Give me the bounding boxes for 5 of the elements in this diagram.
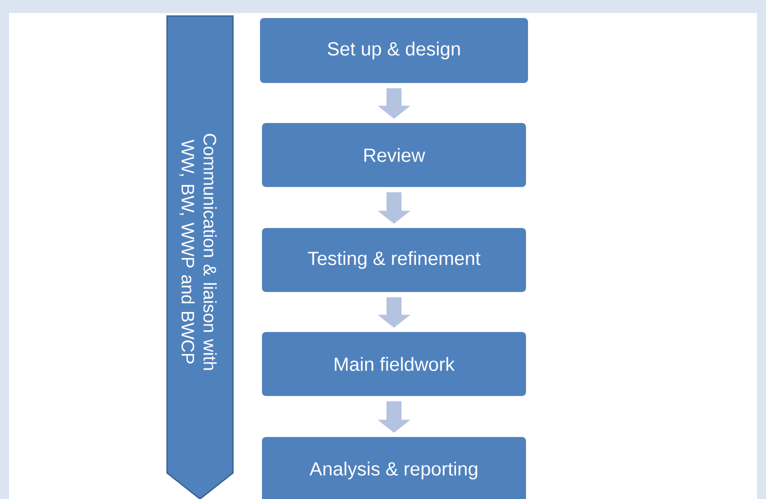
process-box: Main fieldwork	[262, 332, 526, 396]
process-box: Analysis & reporting	[262, 437, 526, 499]
process-box: Review	[262, 123, 526, 187]
process-box: Testing & refinement	[262, 228, 526, 292]
process-box: Set up & design	[260, 18, 528, 83]
